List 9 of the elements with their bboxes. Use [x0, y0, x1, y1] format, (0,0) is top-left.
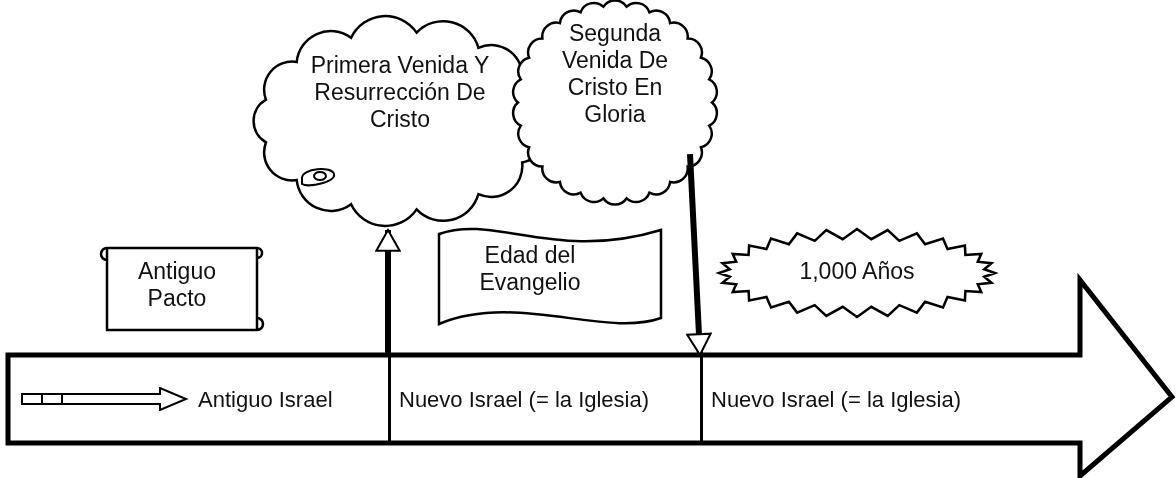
node-label: Nuevo Israel (= la Iglesia)	[711, 385, 962, 413]
node-label: Antiguo Israel	[198, 385, 333, 413]
node-label: Primera Venida Y Resurrección De Cristo	[310, 52, 490, 133]
arrow	[375, 228, 401, 355]
node-label: Antiguo Pacto	[137, 258, 217, 312]
node-label: Edad del Evangelio	[478, 242, 582, 296]
node-label: 1,000 Años	[798, 258, 916, 285]
node-label: Segunda Venida De Cristo En Gloria	[560, 20, 670, 128]
node-label: Nuevo Israel (= la Iglesia)	[399, 385, 650, 413]
